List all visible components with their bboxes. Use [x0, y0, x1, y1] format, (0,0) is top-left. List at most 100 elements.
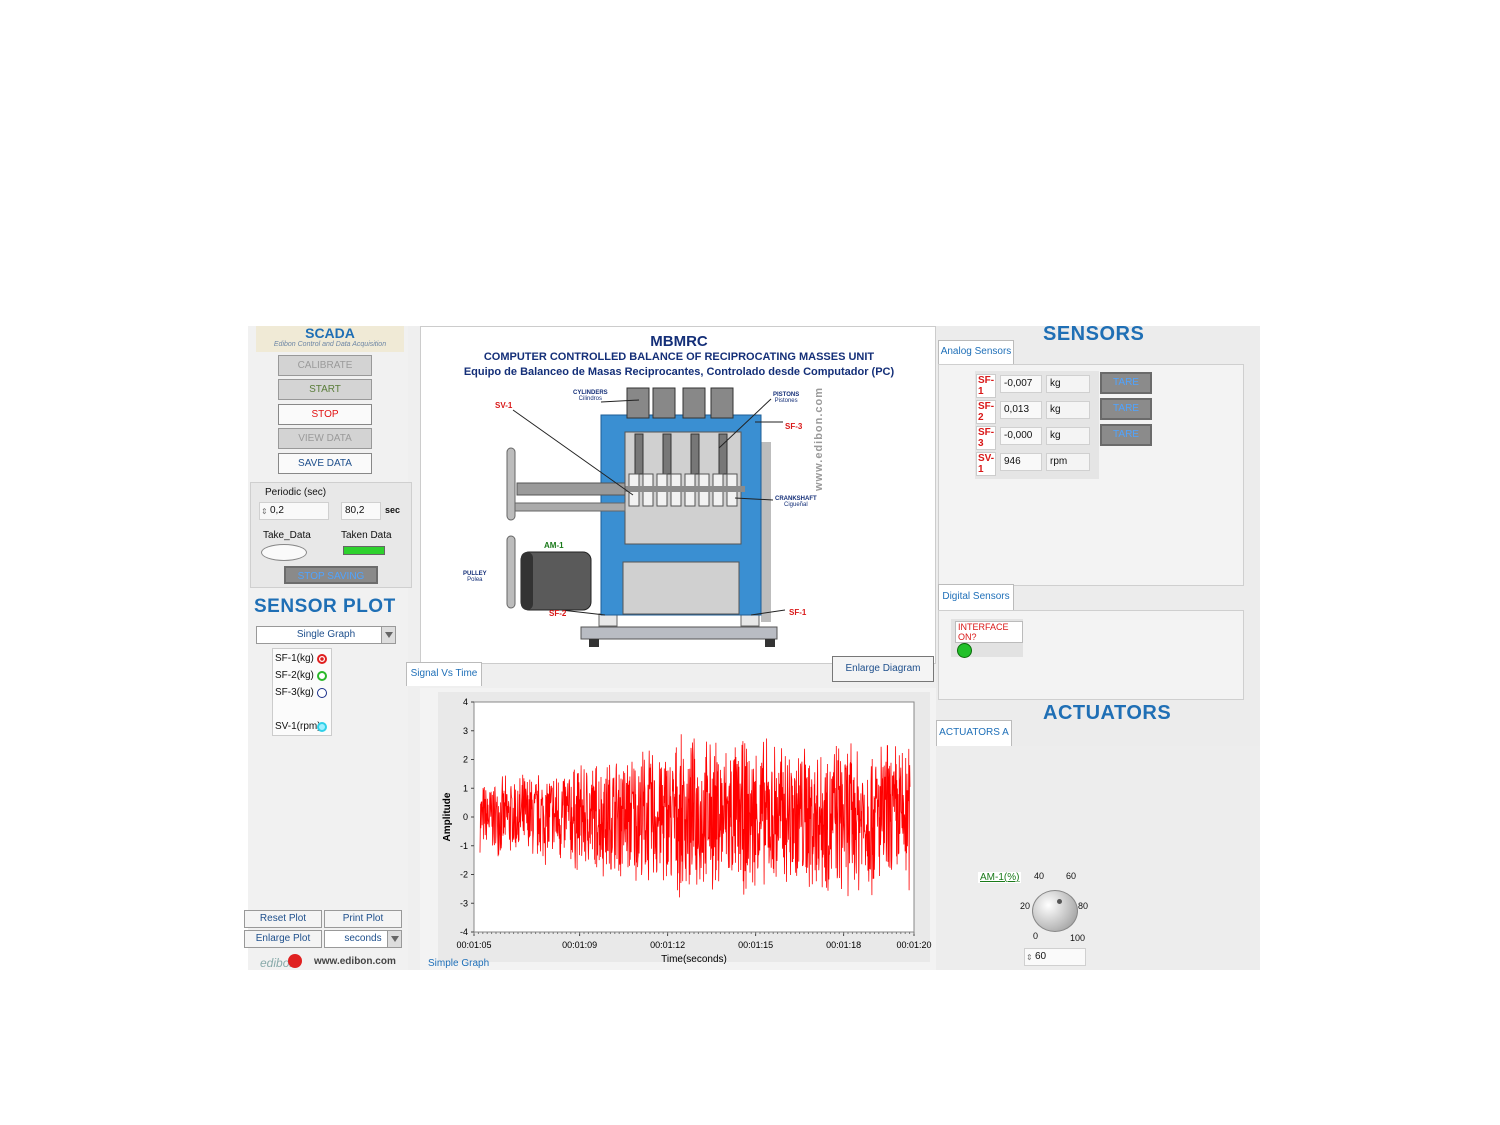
legend-dot-sf1[interactable] [317, 654, 327, 664]
taken-data-led [343, 546, 385, 555]
knob-tick-40: 40 [1034, 871, 1045, 881]
diagram-title: MBMRC [650, 333, 708, 350]
edibon-logo: edibon [260, 956, 297, 970]
periodic-value: 0,2 [270, 505, 284, 516]
legend-dot-sv1[interactable] [317, 722, 327, 732]
x-tick-label: 00:01:09 [562, 940, 597, 950]
plot-mode-value: Single Graph [296, 629, 356, 640]
y-axis-label: Amplitude [442, 792, 453, 841]
sensor-plot-title: SENSOR PLOT [254, 596, 396, 617]
stop-saving-button[interactable]: STOP SAVING [284, 566, 378, 584]
tab-digital-sensors[interactable]: Digital Sensors [938, 584, 1014, 610]
save-data-button[interactable]: SAVE DATA [278, 453, 372, 474]
footer-url: www.edibon.com [314, 956, 396, 967]
stepper-icon[interactable]: ⇕ [1026, 953, 1033, 962]
legend-sf2[interactable]: SF-2(kg) [275, 670, 314, 681]
x-tick-label: 00:01:15 [738, 940, 773, 950]
scada-header: SCADA Edibon Control and Data Acquisitio… [256, 326, 404, 352]
scada-application: SCADA Edibon Control and Data Acquisitio… [244, 323, 1260, 970]
elapsed-time-display: 80,2 [341, 502, 381, 520]
actuators-box: AM-1(%) 40 60 20 80 0 100 ⇕ 60 [936, 746, 1260, 970]
tab-signal-vs-time[interactable]: Signal Vs Time [406, 662, 482, 686]
diagram-subtitle-es: Equipo de Balanceo de Masas Reciprocante… [463, 366, 895, 378]
edibon-logo-mark [288, 954, 302, 968]
edibon-footer: edibon www.edibon.com [258, 954, 408, 970]
base-plate [580, 626, 778, 640]
am1-value-input[interactable]: ⇕ 60 [1024, 948, 1086, 966]
x-tick-label: 00:01:18 [826, 940, 861, 950]
take-data-label: Take_Data [263, 530, 311, 541]
take-data-button[interactable] [261, 544, 307, 561]
pulley-lower [506, 535, 516, 609]
knob-indicator [1057, 899, 1062, 904]
knob-tick-100: 100 [1070, 933, 1086, 943]
y-tick-label: -2 [460, 870, 468, 880]
tare-button-sf-2[interactable]: TARE [1100, 398, 1152, 420]
am1-knob[interactable] [1032, 890, 1078, 932]
x-tick-label: 00:01:05 [456, 940, 491, 950]
interface-indicator-group: INTERFACE ON? [951, 619, 1023, 658]
periodic-input[interactable]: ⇕ 0,2 [259, 502, 329, 520]
chevron-down-icon[interactable] [387, 931, 401, 947]
stop-button[interactable]: STOP [278, 404, 372, 425]
legend-dot-sf3[interactable] [317, 688, 327, 698]
knob-tick-80: 80 [1078, 901, 1089, 911]
print-plot-button[interactable]: Print Plot [324, 910, 402, 928]
sensor-unit-sv-1: rpm [1046, 453, 1090, 471]
legend-sf1[interactable]: SF-1(kg) [275, 653, 314, 664]
machine-illustration [506, 387, 786, 647]
time-unit-select[interactable]: seconds [324, 930, 402, 948]
knob-tick-20: 20 [1020, 901, 1031, 911]
interface-led [957, 643, 972, 658]
cylinder-3 [682, 387, 706, 419]
periodic-panel: Periodic (sec) ⇕ 0,2 80,2 sec Take_Data … [250, 482, 412, 588]
y-tick-label: 1 [463, 783, 468, 793]
y-tick-label: 4 [463, 697, 468, 707]
y-tick-label: 2 [463, 755, 468, 765]
tab-analog-sensors[interactable]: Analog Sensors [938, 340, 1014, 364]
sensor-name-sf-2: SF-2 [976, 400, 997, 424]
sensor-value-sf-3: -0,000 [1000, 427, 1042, 445]
cylinder-4 [710, 387, 734, 419]
legend-sf3[interactable]: SF-3(kg) [275, 687, 314, 698]
enlarge-diagram-button[interactable]: Enlarge Diagram [832, 656, 934, 682]
plot-mode-select[interactable]: Single Graph [256, 626, 396, 644]
sensor-name-sf-1: SF-1 [976, 374, 997, 398]
legend-sv1[interactable]: SV-1(rpm) [275, 721, 321, 732]
y-tick-label: -4 [460, 927, 468, 937]
label-sf3: SF-3 [785, 422, 803, 431]
sensors-title: SENSORS [1043, 323, 1145, 345]
pulley-upper [506, 447, 516, 521]
actuators-title: ACTUATORS [1043, 702, 1172, 724]
start-button[interactable]: START [278, 379, 372, 400]
legend-dot-sf2[interactable] [317, 671, 327, 681]
sensor-unit-sf-2: kg [1046, 401, 1090, 419]
tare-button-sf-1[interactable]: TARE [1100, 372, 1152, 394]
enlarge-plot-button[interactable]: Enlarge Plot [244, 930, 322, 948]
tab-simple-graph[interactable]: Simple Graph [428, 958, 490, 969]
y-tick-label: -3 [460, 898, 468, 908]
sensor-value-sv-1: 946 [1000, 453, 1042, 471]
tab-actuators-a[interactable]: ACTUATORS A [936, 720, 1012, 746]
view-data-button[interactable]: VIEW DATA [278, 428, 372, 449]
knob-tick-60: 60 [1066, 871, 1077, 881]
sensor-name-sv-1: SV-1 [976, 452, 997, 476]
time-unit-value: seconds [344, 933, 382, 944]
cylinder-1 [626, 387, 650, 419]
calibrate-button[interactable]: CALIBRATE [278, 355, 372, 376]
label-sf1: SF-1 [789, 608, 807, 617]
chevron-down-icon[interactable] [381, 627, 395, 643]
stepper-icon[interactable]: ⇕ [261, 507, 268, 516]
x-tick-label: 00:01:20 [896, 940, 931, 950]
signal-series [479, 734, 911, 898]
tare-button-sf-3[interactable]: TARE [1100, 424, 1152, 446]
watermark: www.edibon.com [813, 386, 825, 491]
am1-label: AM-1(%) [978, 872, 1022, 883]
sensor-value-sf-2: 0,013 [1000, 401, 1042, 419]
y-tick-label: 0 [463, 812, 468, 822]
reset-plot-button[interactable]: Reset Plot [244, 910, 322, 928]
